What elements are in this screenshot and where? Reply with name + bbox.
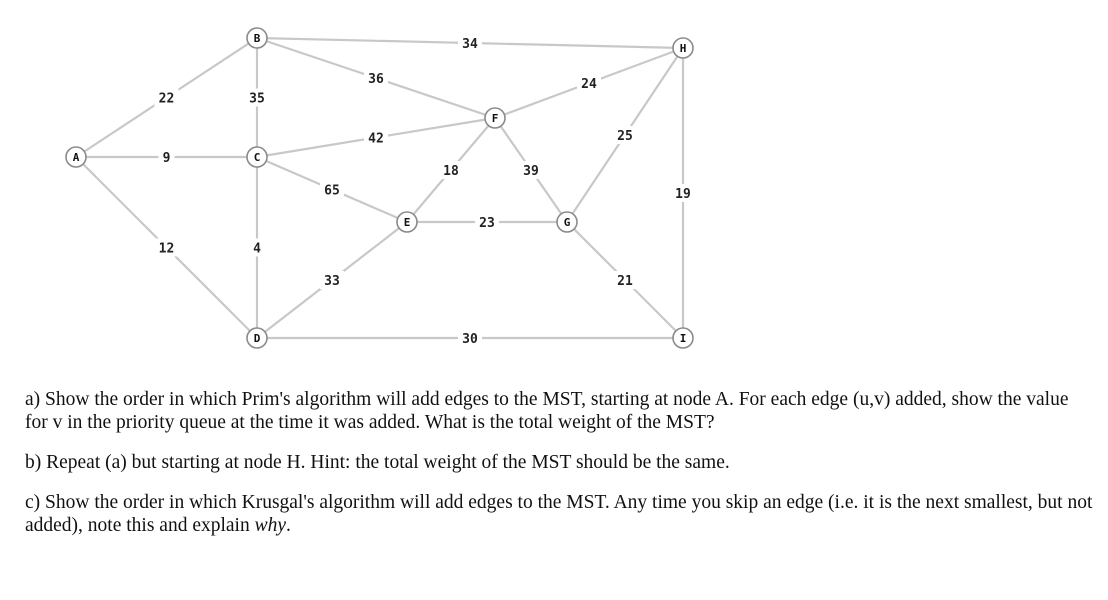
edge-weight-bg-e-g xyxy=(475,213,499,231)
node-label-b: B xyxy=(254,32,261,45)
question-c-end: . xyxy=(286,515,291,536)
edge-weight-f-g: 39 xyxy=(523,164,539,179)
edge-weight-c-d: 4 xyxy=(253,242,261,257)
node-circle-f xyxy=(484,107,506,129)
node-a: A xyxy=(65,146,87,168)
edge-weight-bg-c-e xyxy=(320,180,344,199)
question-b: b) Repeat (a) but starting at node H. Hi… xyxy=(25,451,1095,474)
edge-weight-bg-g-i xyxy=(613,271,637,289)
node-b: B xyxy=(246,27,268,49)
edge-weight-bg-a-c xyxy=(158,148,175,166)
node-i: I xyxy=(672,327,694,349)
question-c-emphasis: why xyxy=(254,515,287,536)
edge-weight-c-f: 42 xyxy=(368,132,384,147)
edge-weight-b-c: 35 xyxy=(249,92,265,107)
edge-weight-b-f: 36 xyxy=(368,72,384,87)
edge-weight-a-b: 22 xyxy=(159,92,175,107)
node-label-c: C xyxy=(254,151,261,164)
node-label-d: D xyxy=(254,332,261,345)
edge-weight-g-i: 21 xyxy=(617,274,633,289)
edge-weight-e-g: 23 xyxy=(479,216,495,231)
node-circle-b xyxy=(246,27,268,49)
question-c-text: c) Show the order in which Krusgal's alg… xyxy=(25,492,1093,536)
edge-weight-bg-c-d xyxy=(249,238,265,257)
question-a: a) Show the order in which Prim's algori… xyxy=(25,388,1095,434)
question-b-text: b) Repeat (a) but starting at node H. Hi… xyxy=(25,452,730,473)
node-f: F xyxy=(484,107,506,129)
edge-weight-bg-b-c xyxy=(245,88,269,107)
edge-weight-bg-e-f xyxy=(439,161,463,179)
node-label-h: H xyxy=(680,42,687,55)
node-circle-c xyxy=(246,146,268,168)
node-label-e: E xyxy=(404,216,411,229)
node-circle-e xyxy=(396,211,418,233)
edge-weight-e-f: 18 xyxy=(443,164,459,179)
edge-weight-d-i: 30 xyxy=(462,332,478,347)
edge-weight-bg-f-g xyxy=(519,161,543,179)
node-g: G xyxy=(556,211,578,233)
edge-weight-bg-a-b xyxy=(154,88,179,107)
edge-weight-a-c: 9 xyxy=(163,151,171,166)
edge-weight-bg-c-f xyxy=(364,128,388,147)
edge-weight-bg-a-d xyxy=(154,238,179,257)
edge-weight-bg-d-i xyxy=(458,329,482,347)
node-h: H xyxy=(672,37,694,59)
edge-weight-c-e: 65 xyxy=(324,184,340,199)
node-label-a: A xyxy=(73,151,80,164)
edge-weight-bg-b-f xyxy=(364,69,388,87)
node-d: D xyxy=(246,327,268,349)
node-label-g: G xyxy=(564,216,571,229)
edge-weight-bg-g-h xyxy=(613,126,637,144)
node-c: C xyxy=(246,146,268,168)
edge-weight-bg-h-i xyxy=(671,184,695,202)
node-label-i: I xyxy=(680,332,687,345)
question-text: a) Show the order in which Prim's algori… xyxy=(25,388,1095,554)
edge-weight-bg-d-e xyxy=(320,271,344,289)
node-circle-i xyxy=(672,327,694,349)
graph-diagram: 22 9 12 35 36 34 42 65 4 33 30 18 23 39 24 25 21 19 A B C D E… xyxy=(65,27,695,349)
edge-weight-g-h: 25 xyxy=(617,129,633,144)
nodes-layer: A B C D E F G H I xyxy=(65,27,694,349)
edge-weight-f-h: 24 xyxy=(581,77,597,92)
node-circle-a xyxy=(65,146,87,168)
edge-weight-bg-f-h xyxy=(577,74,601,92)
edge-weight-bg-b-h xyxy=(458,34,482,52)
question-c: c) Show the order in which Krusgal's alg… xyxy=(25,491,1095,537)
edge-weight-a-d: 12 xyxy=(159,242,175,257)
node-circle-h xyxy=(672,37,694,59)
question-a-text: a) Show the order in which Prim's algori… xyxy=(25,389,1069,433)
node-label-f: F xyxy=(492,112,499,125)
edge-weight-b-h: 34 xyxy=(462,37,478,52)
node-e: E xyxy=(396,211,418,233)
edge-weight-h-i: 19 xyxy=(675,187,691,202)
node-circle-g xyxy=(556,211,578,233)
edge-weight-d-e: 33 xyxy=(324,274,340,289)
weights-layer: 22 9 12 35 36 34 42 65 4 33 30 18 23 39 24 25 21 19 xyxy=(154,34,695,347)
node-circle-d xyxy=(246,327,268,349)
